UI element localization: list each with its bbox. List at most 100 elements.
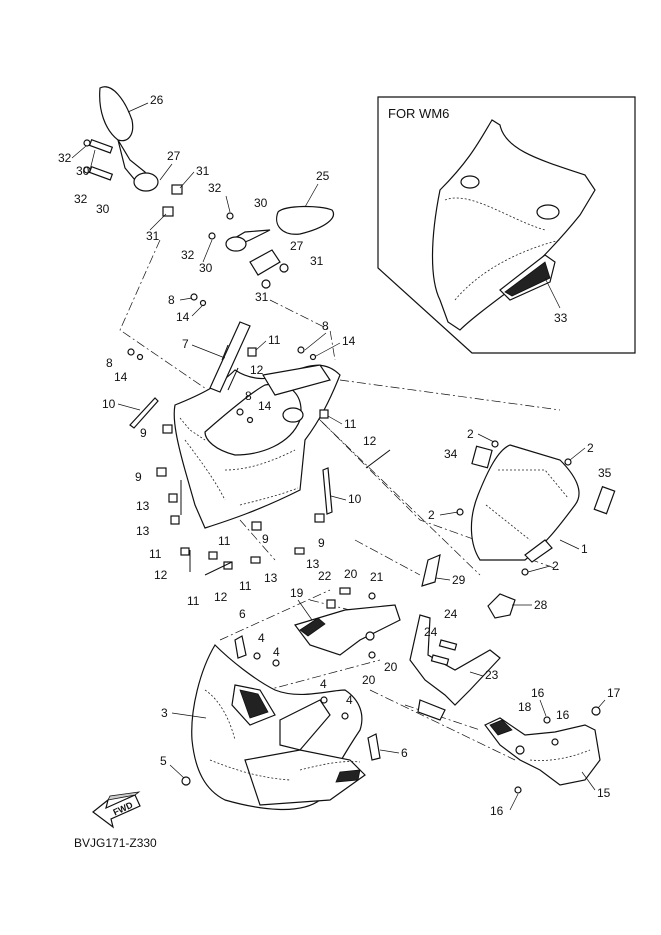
- callout-30: 30: [254, 196, 268, 210]
- screws-4: [253, 652, 349, 720]
- callout-14: 14: [176, 310, 190, 324]
- callout-33: 33: [554, 311, 568, 325]
- trim-strip-10-left: [129, 397, 159, 429]
- callout-10: 10: [348, 492, 362, 506]
- callout-20: 20: [362, 673, 376, 687]
- callout-10: 10: [102, 397, 116, 411]
- callout-6: 6: [401, 746, 408, 760]
- screws-8-14: [127, 293, 317, 424]
- callout-32: 32: [181, 248, 195, 262]
- callout-8: 8: [168, 293, 175, 307]
- callout-31: 31: [196, 164, 210, 178]
- callout-25: 25: [316, 169, 330, 183]
- callout-2: 2: [552, 559, 559, 573]
- bolts-20-22: [326, 587, 376, 659]
- inset-title: FOR WM6: [388, 106, 449, 121]
- fwd-arrow-icon: FWD: [92, 791, 141, 829]
- callout-13: 13: [136, 524, 150, 538]
- inset-cowling: [431, 119, 596, 331]
- callout-6: 6: [239, 607, 246, 621]
- front-cowling: [173, 364, 341, 529]
- callout-5: 5: [160, 754, 167, 768]
- mirror-left: [99, 86, 159, 192]
- callout-14: 14: [114, 370, 128, 384]
- strip-12: [227, 367, 239, 391]
- diagram-code: BVJG171-Z330: [74, 836, 157, 850]
- callout-12: 12: [363, 434, 377, 448]
- callout-27: 27: [290, 239, 304, 253]
- callout-32: 32: [74, 192, 88, 206]
- callout-4: 4: [258, 631, 265, 645]
- stay-23: [409, 614, 501, 721]
- callout-9: 9: [140, 426, 147, 440]
- callout-12: 12: [214, 590, 228, 604]
- callout-4: 4: [346, 693, 353, 707]
- callout-15: 15: [597, 786, 611, 800]
- callout-30: 30: [199, 261, 213, 275]
- callout-19: 19: [290, 586, 304, 600]
- clip-11: [247, 347, 257, 357]
- grommets-9: [156, 424, 325, 531]
- trim-strip-10-right: [322, 467, 333, 515]
- under-cowling: [191, 635, 381, 811]
- callout-32: 32: [58, 151, 72, 165]
- bracket-29: [421, 554, 441, 587]
- callout-28: 28: [534, 598, 548, 612]
- callout-14: 14: [342, 334, 356, 348]
- callout-18: 18: [518, 700, 532, 714]
- callout-1: 1: [581, 542, 588, 556]
- callout-11: 11: [149, 547, 162, 561]
- stay-bracket-19: [294, 604, 401, 656]
- callout-9: 9: [262, 532, 269, 546]
- callout-7: 7: [182, 337, 189, 351]
- clips-11-lower: [180, 547, 233, 576]
- callout-13: 13: [306, 557, 320, 571]
- windscreen: [470, 444, 616, 563]
- callout-2: 2: [428, 508, 435, 522]
- callout-11: 11: [218, 534, 231, 548]
- callout-31: 31: [255, 290, 269, 304]
- callout-29: 29: [452, 573, 466, 587]
- callout-13: 13: [264, 571, 278, 585]
- callout-20: 20: [344, 567, 358, 581]
- callout-31: 31: [146, 229, 160, 243]
- callout-27: 27: [167, 149, 181, 163]
- callout-2: 2: [467, 427, 474, 441]
- callout-16: 16: [531, 686, 545, 700]
- callout-24: 24: [444, 607, 458, 621]
- callout-30: 30: [96, 202, 110, 216]
- callout-8: 8: [245, 389, 252, 403]
- callout-11: 11: [239, 579, 252, 593]
- callout-17: 17: [607, 686, 621, 700]
- callout-24: 24: [424, 625, 438, 639]
- mirror-right: [225, 205, 334, 289]
- callout-13: 13: [136, 499, 150, 513]
- inset-panel: FOR WM6 33: [377, 96, 636, 354]
- callout-9: 9: [135, 470, 142, 484]
- callout-8: 8: [322, 319, 329, 333]
- callout-11: 11: [187, 594, 200, 608]
- callout-23: 23: [485, 668, 499, 682]
- bracket-28: [487, 593, 516, 619]
- callout-21: 21: [370, 570, 384, 584]
- callout-31: 31: [310, 254, 324, 268]
- callout-3: 3: [161, 706, 168, 720]
- callout-26: 26: [150, 93, 164, 107]
- callout-34: 34: [444, 447, 458, 461]
- callout-30: 30: [76, 164, 90, 178]
- callout-16: 16: [490, 804, 504, 818]
- mirror-bolts-left: [83, 138, 183, 217]
- callout-9: 9: [318, 536, 325, 550]
- callout-22: 22: [318, 569, 332, 583]
- clips-13: [168, 480, 305, 564]
- callout-20: 20: [384, 660, 398, 674]
- callout-4: 4: [273, 645, 280, 659]
- callout-2: 2: [587, 441, 594, 455]
- side-cover: [484, 717, 601, 786]
- callout-35: 35: [598, 466, 612, 480]
- callout-11: 11: [344, 417, 357, 431]
- callout-12: 12: [250, 363, 264, 377]
- callout-8: 8: [106, 356, 113, 370]
- callout-11: 11: [268, 333, 281, 347]
- callout-14: 14: [258, 399, 272, 413]
